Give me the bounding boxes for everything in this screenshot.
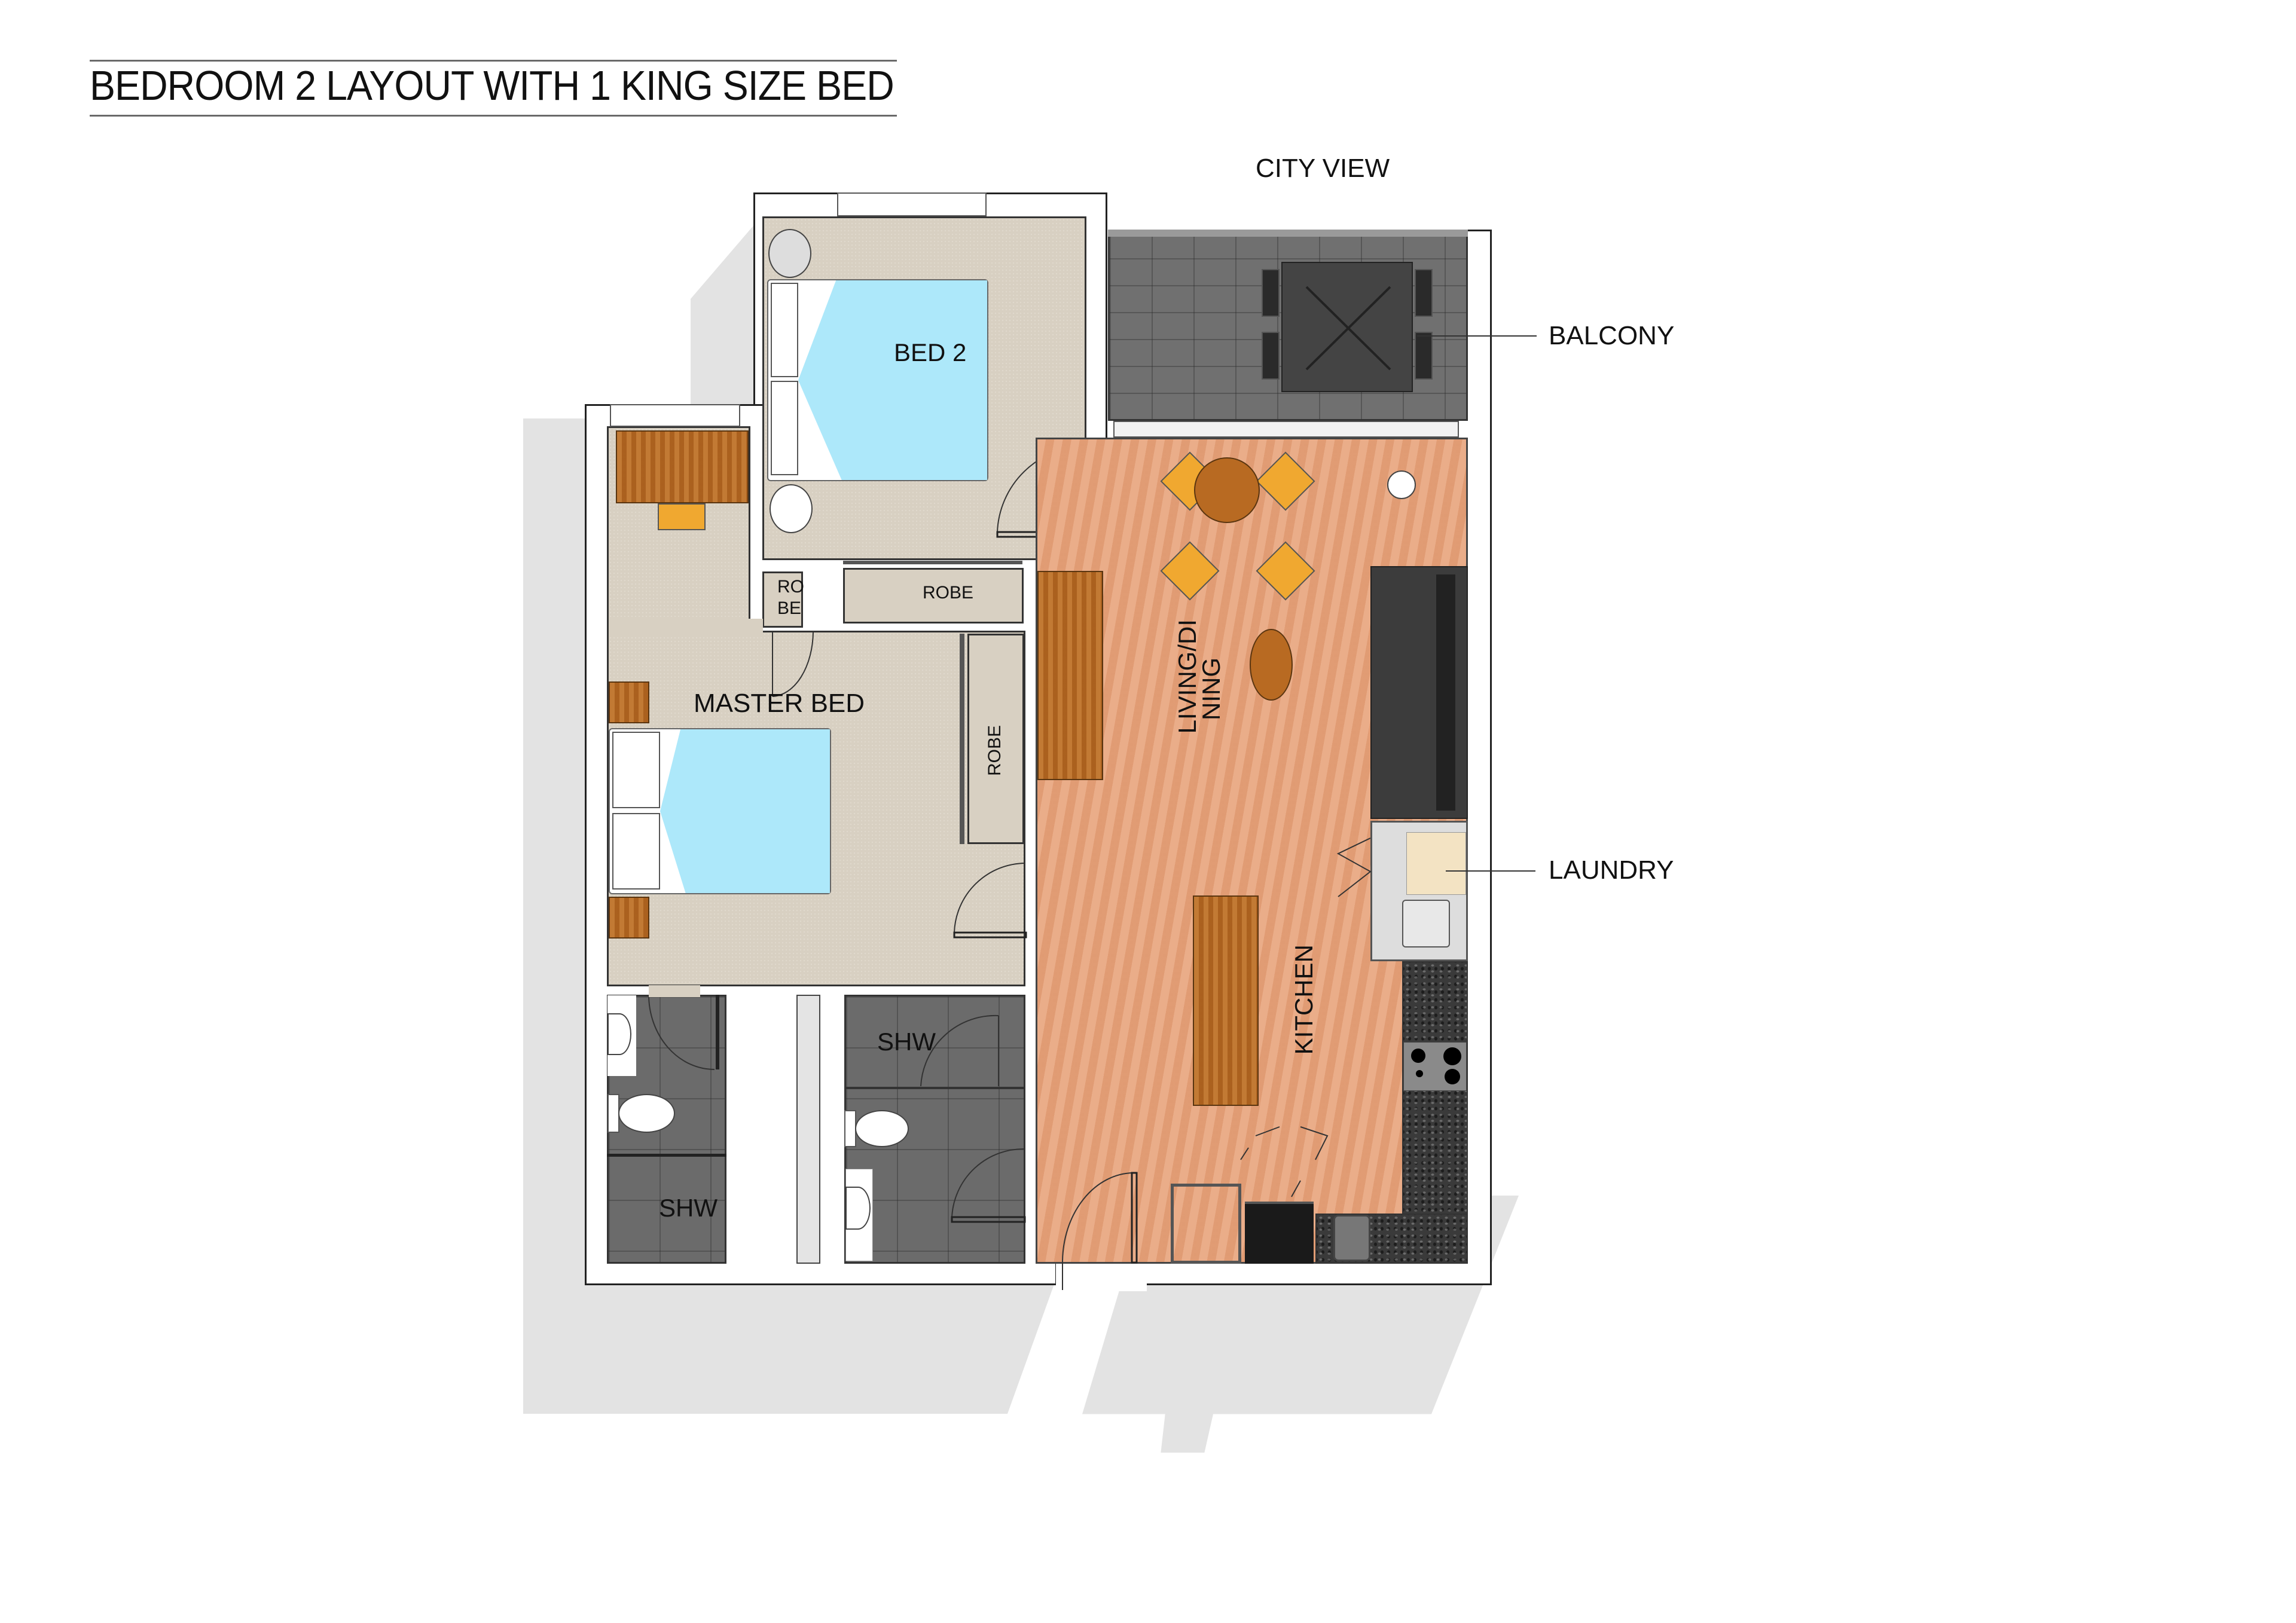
- study-chair: [658, 503, 706, 530]
- bedside-lamp-top: [768, 229, 811, 278]
- dining-table: [1194, 457, 1260, 523]
- living-dining-label-2: NING: [1197, 658, 1225, 720]
- sofa: [1370, 566, 1468, 819]
- balcony-chair: [1415, 269, 1433, 317]
- balcony-table: [1281, 262, 1413, 392]
- bedroom-2-robe: ROBE: [843, 568, 1024, 623]
- floor-lamp: [1387, 470, 1416, 499]
- balcony-leader-line: [1417, 335, 1537, 337]
- master-robe-sliding-door: [960, 634, 964, 844]
- ensuite-toilet: [607, 1094, 619, 1133]
- page-title: BEDROOM 2 LAYOUT WITH 1 KING SIZE BED: [90, 62, 894, 109]
- kitchen-sink: [1333, 1215, 1370, 1261]
- master-bed-label: MASTER BED: [694, 689, 865, 718]
- main-bathroom-basin: [845, 1187, 871, 1230]
- small-robe: RO BE: [762, 571, 804, 628]
- pillow: [771, 283, 798, 377]
- kitchen-island: [1193, 895, 1259, 1106]
- burner: [1443, 1047, 1461, 1065]
- balcony-edge: [1108, 230, 1468, 237]
- pillow: [612, 813, 660, 890]
- bedroom-2-window: [837, 192, 987, 216]
- bedside-lamp-bottom: [770, 484, 813, 533]
- small-robe-label-2: BE: [777, 598, 802, 618]
- ensuite-toilet-bowl: [618, 1094, 675, 1133]
- service-duct: [796, 995, 820, 1264]
- pantry: [1171, 1184, 1241, 1264]
- burner: [1445, 1069, 1460, 1084]
- master-robe-label: ROBE: [985, 725, 1004, 777]
- bed-2-sheet: [798, 280, 987, 480]
- balcony-label: BALCONY: [1549, 321, 1675, 350]
- main-bathroom-toilet-bowl: [855, 1110, 909, 1147]
- bedside-table-top: [609, 681, 649, 723]
- bed-2-label: BED 2: [894, 338, 967, 366]
- master-bedroom-door-swing: [953, 863, 1027, 939]
- pillow: [612, 732, 660, 808]
- living-dining-label-1: LIVING/DI: [1173, 619, 1201, 734]
- bed-2: BED 2: [767, 279, 988, 481]
- ensuite-door-swing: [648, 994, 719, 1070]
- main-shower-door-swing: [920, 1014, 999, 1087]
- burner: [1411, 1049, 1425, 1063]
- burner: [1416, 1070, 1423, 1077]
- pillow: [771, 381, 798, 475]
- cooktop: [1403, 1042, 1467, 1091]
- bedside-table-bottom: [609, 897, 649, 939]
- master-bed-sheet: [660, 729, 830, 893]
- bedroom-2-robe-label: ROBE: [923, 583, 974, 603]
- main-bathroom-toilet: [844, 1110, 856, 1147]
- laundry-leader-line: [1446, 870, 1535, 872]
- tv-unit: [1037, 571, 1103, 780]
- ensuite-shower-label: SHW: [659, 1194, 718, 1222]
- ensuite-shower-screen: [607, 1154, 726, 1157]
- sofa-back: [1436, 574, 1455, 811]
- balcony-chair: [1262, 269, 1280, 317]
- small-robe-label-1: RO: [777, 577, 804, 597]
- table-cross-icon: [1305, 286, 1391, 371]
- kitchen-label: KITCHEN: [1290, 945, 1318, 1055]
- fridge: [1245, 1202, 1314, 1264]
- main-bathroom-door-swing: [951, 1148, 1026, 1223]
- city-view-label: CITY VIEW: [1256, 154, 1390, 183]
- title-rule-bottom: [90, 115, 897, 117]
- master-robe: ROBE: [967, 634, 1024, 844]
- laundry-bifold-door: [1336, 838, 1372, 897]
- study-desk: [616, 430, 749, 503]
- ensuite-basin: [607, 1013, 631, 1055]
- ensuite-doorway: [649, 985, 700, 997]
- balcony-chair: [1262, 332, 1280, 380]
- small-robe-door-swing: [772, 631, 814, 697]
- entry-door-swing: [1062, 1172, 1138, 1290]
- main-shower-label: SHW: [877, 1028, 936, 1056]
- main-shower-divider: [844, 1087, 1025, 1089]
- study-window: [610, 404, 740, 427]
- bedroom-2-robe-sliding-door: [843, 561, 1022, 564]
- laundry-label: LAUNDRY: [1549, 855, 1674, 885]
- master-bedroom-floor-join: [609, 619, 763, 637]
- building-shadow-left-upper: [691, 215, 762, 424]
- balcony-sliding-door: [1113, 421, 1459, 438]
- kitchen-bench-side: [1402, 961, 1468, 1264]
- kitchen-appliance-door-swing: [1240, 1126, 1329, 1197]
- laundry-tub: [1402, 900, 1450, 947]
- laundry-washer: [1406, 832, 1466, 895]
- master-bed: [609, 728, 831, 894]
- balcony-chair: [1415, 332, 1433, 380]
- title-rule-top: [90, 60, 897, 62]
- coffee-table: [1250, 629, 1293, 701]
